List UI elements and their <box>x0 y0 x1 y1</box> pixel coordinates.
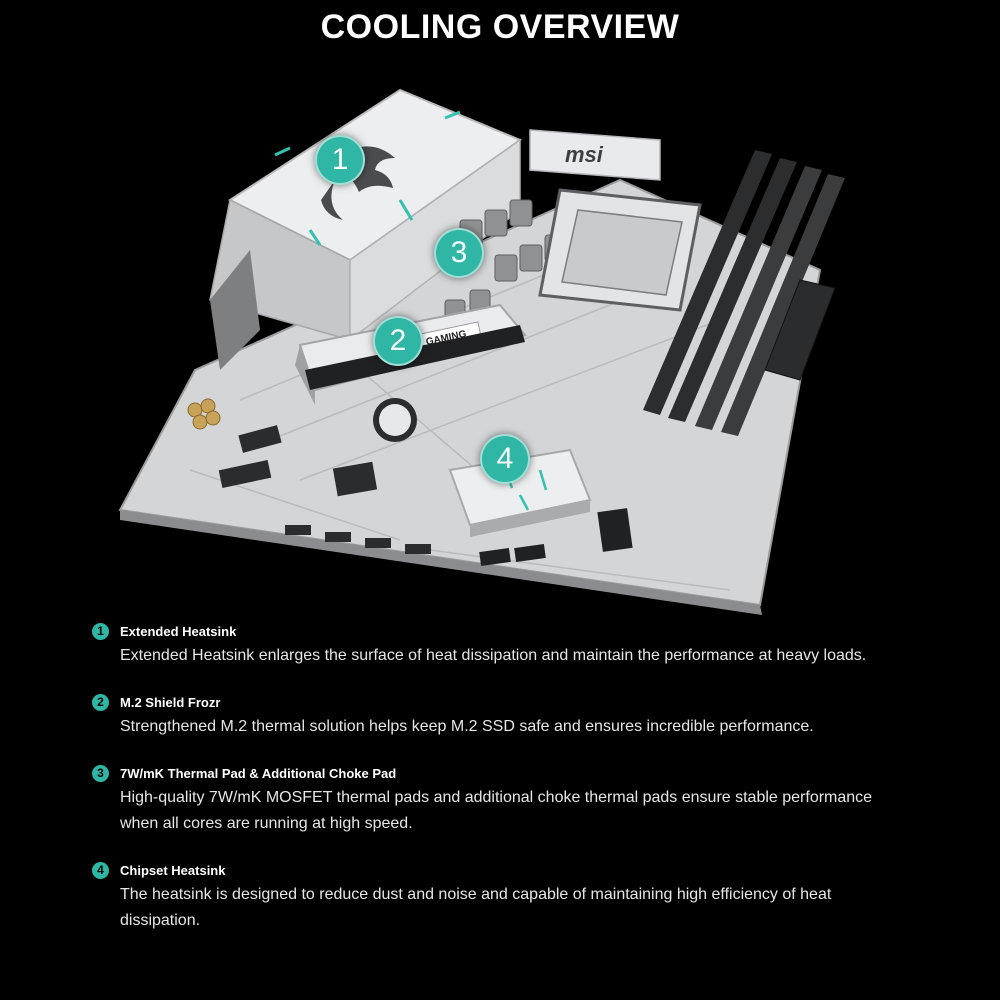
callout-marker-3: 3 <box>434 228 484 278</box>
feature-title: 7W/mK Thermal Pad & Additional Choke Pad <box>120 766 397 781</box>
sata-ports <box>479 508 633 567</box>
feature-item-thermal-pad: 3 7W/mK Thermal Pad & Additional Choke P… <box>92 764 912 837</box>
feature-list: 1 Extended Heatsink Extended Heatsink en… <box>92 622 912 958</box>
atx-power-connector <box>764 279 836 381</box>
audio-capacitors <box>187 398 221 430</box>
motherboard-image: msi GAMING <box>100 70 900 615</box>
header-block-1 <box>238 425 282 453</box>
feature-description: Strengthened M.2 thermal solution helps … <box>120 718 814 735</box>
callout-marker-1: 1 <box>315 135 365 185</box>
heatsink-accents <box>274 110 461 246</box>
page-title: COOLING OVERVIEW <box>320 8 680 46</box>
feature-title: M.2 Shield Frozr <box>120 695 221 710</box>
feature-description: High-quality 7W/mK MOSFET thermal pads a… <box>120 789 873 832</box>
header-block-2 <box>218 459 272 489</box>
ram-slots <box>643 150 845 436</box>
pcb-edge <box>120 510 762 615</box>
cmos-battery <box>379 404 411 436</box>
feature-item-chipset-heatsink: 4 Chipset Heatsink The heatsink is desig… <box>92 861 912 934</box>
callout-marker-2: 2 <box>373 316 423 366</box>
io-shroud <box>210 250 260 370</box>
feature-description: Extended Heatsink enlarges the surface o… <box>120 647 867 664</box>
io-chip <box>332 461 378 497</box>
feature-description: The heatsink is designed to reduce dust … <box>120 886 832 929</box>
feature-title: Extended Heatsink <box>120 624 237 639</box>
feature-number-badge: 2 <box>92 694 109 711</box>
bottom-headers <box>285 525 431 554</box>
motherboard-svg: msi GAMING <box>118 88 845 615</box>
feature-number-badge: 4 <box>92 862 109 879</box>
chipset-heatsink-side <box>470 500 590 537</box>
feature-item-extended-heatsink: 1 Extended Heatsink Extended Heatsink en… <box>92 622 912 669</box>
top-heatsink <box>529 129 661 181</box>
callout-marker-4: 4 <box>480 434 530 484</box>
feature-number-badge: 1 <box>92 623 109 640</box>
cpu-socket-inner <box>561 209 683 296</box>
msi-logo: msi <box>565 142 604 167</box>
feature-title: Chipset Heatsink <box>120 863 226 878</box>
feature-number-badge: 3 <box>92 765 109 782</box>
feature-item-m2-shield-frozr: 2 M.2 Shield Frozr Strengthened M.2 ther… <box>92 693 912 740</box>
